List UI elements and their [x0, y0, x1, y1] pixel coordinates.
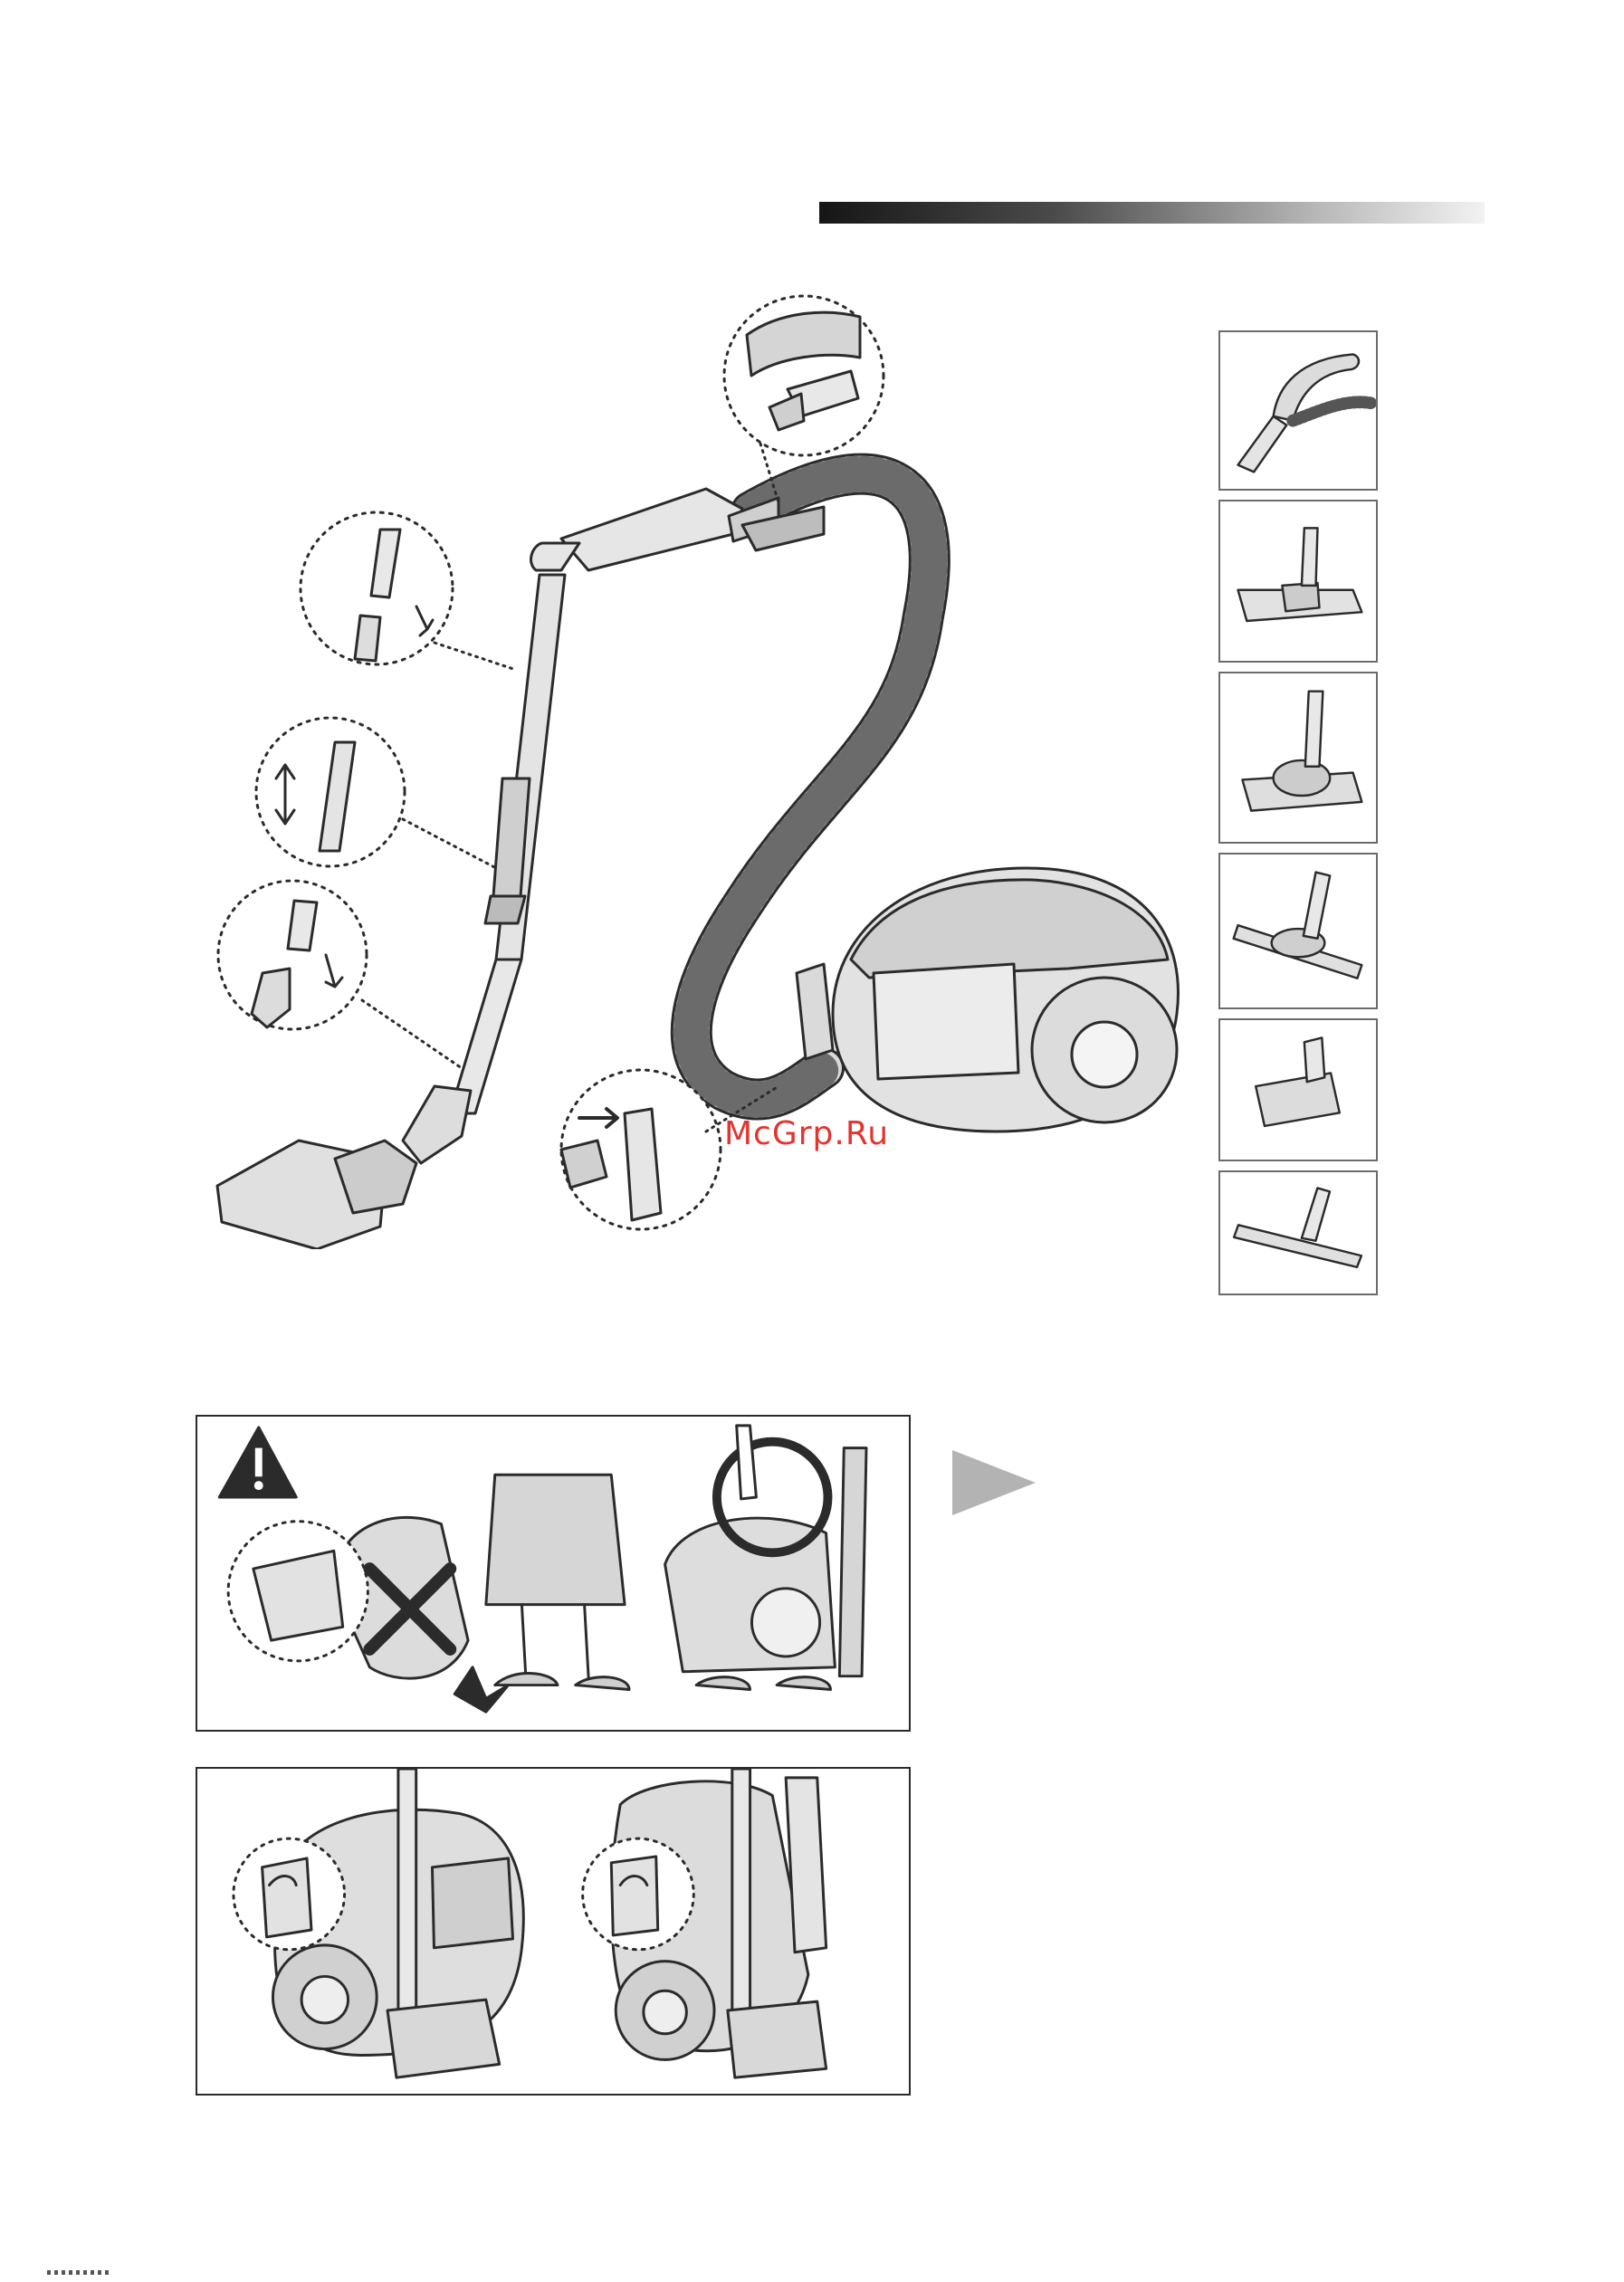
tube-storage-panel: [196, 1767, 911, 2096]
hose-handle: [531, 489, 824, 570]
detail-length-adjust: [256, 718, 405, 866]
watermark: McGrp.Ru: [724, 1115, 889, 1152]
accessory-turbo-brush: [1218, 672, 1378, 844]
accessory-mini-turbo-brush: [1218, 1018, 1378, 1161]
warning-icon: [219, 1427, 296, 1497]
detail-hose-inlet: [561, 1070, 721, 1229]
footer-print-mark: [47, 2270, 110, 2275]
play-triangle-icon: [952, 1450, 1036, 1515]
detail-hose-holder: [724, 296, 884, 455]
telescopic-tube: [450, 575, 565, 1113]
accessory-floor-brush: [1218, 500, 1378, 663]
accessory-hose-handle: [1218, 330, 1378, 491]
section-header-bar: [819, 202, 1485, 224]
detail-brush-connect: [218, 881, 367, 1029]
carry-warning-panel: [196, 1415, 911, 1732]
accessory-parquet-brush: [1218, 853, 1378, 1009]
vacuum-assembly-illustration: [199, 272, 1204, 1249]
floor-brush: [217, 1086, 471, 1249]
accessory-hard-floor-brush: [1218, 1170, 1378, 1295]
detail-tube-insert: [301, 512, 453, 664]
vacuum-canister: [797, 868, 1178, 1131]
